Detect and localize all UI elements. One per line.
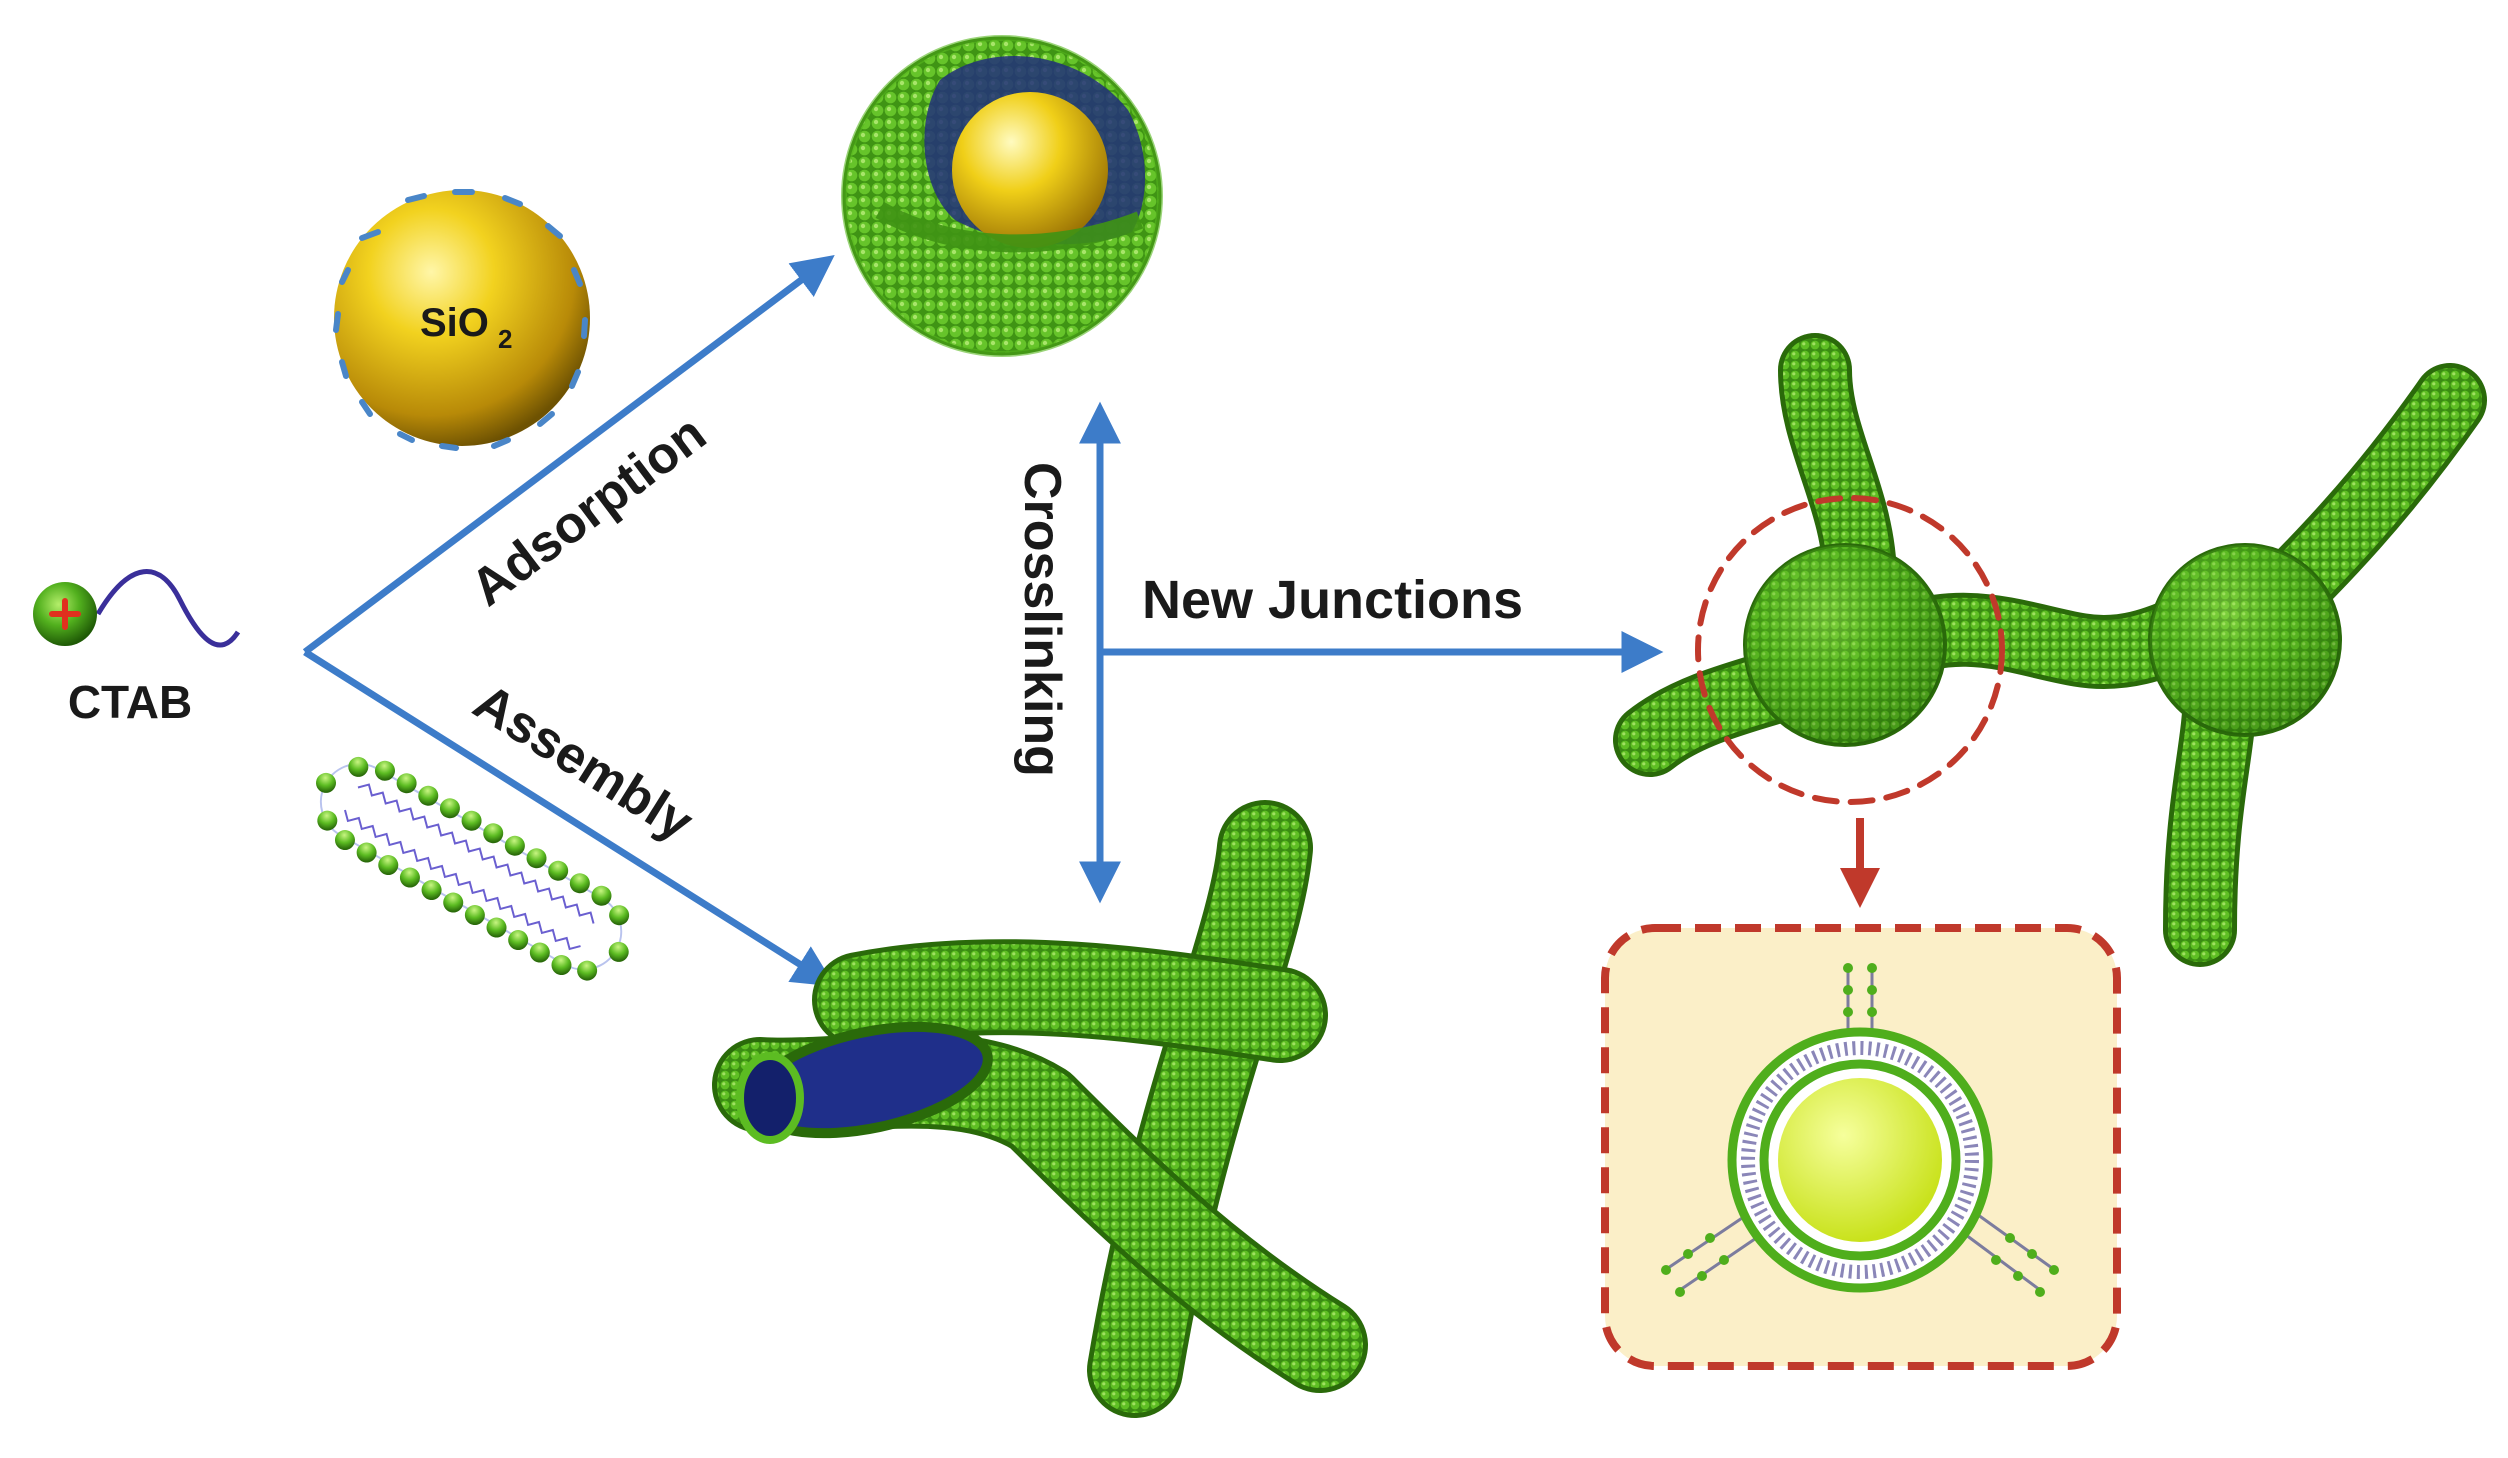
wormlike-network-icon [712, 800, 1368, 1418]
adsorption-arrow [302, 254, 835, 655]
ctab-molecule-icon [33, 569, 241, 648]
junction-cross-section-icon [1601, 924, 2121, 1370]
silica-sphere-icon: SiO 2 [333, 189, 590, 451]
silica-subscript: 2 [498, 324, 512, 354]
junction-highlight-circle [1695, 495, 2005, 805]
arrows [302, 254, 1880, 987]
crosslinking-label: Crosslinking [1013, 462, 1071, 777]
silica-label: SiO [420, 301, 489, 345]
coated-particle-icon [841, 35, 1163, 357]
new-junctions-label: New Junctions [1142, 570, 1523, 630]
rod-micelle-icon [316, 756, 630, 981]
ctab-label: CTAB [68, 676, 192, 728]
assembly-arrow [303, 649, 836, 987]
branched-junction-icon [1613, 333, 2487, 967]
